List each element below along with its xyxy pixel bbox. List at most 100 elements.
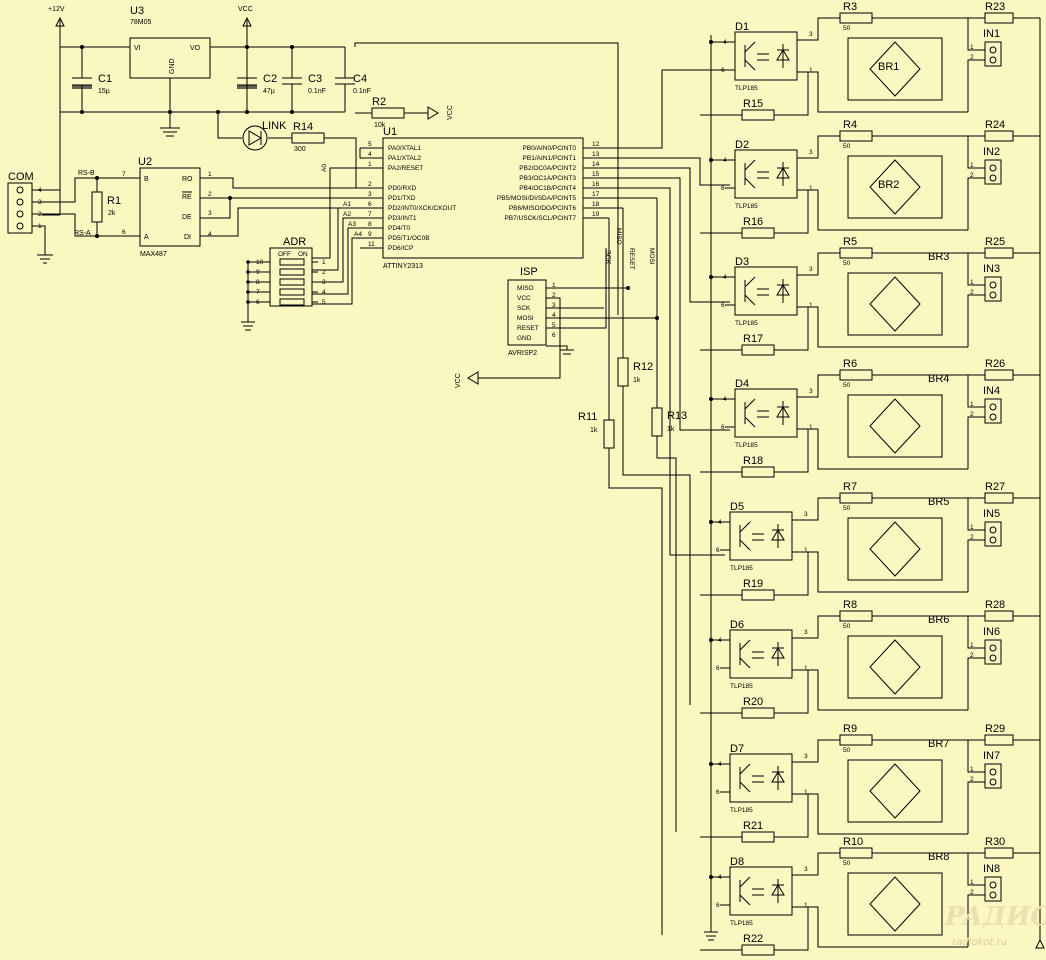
- connector-pin-1: 1: [970, 524, 974, 531]
- opto-part: TLP185: [735, 442, 758, 449]
- u2-num-re: 2: [208, 191, 212, 198]
- series-resistor-ref: R9: [843, 723, 857, 735]
- net-a4: A4: [354, 231, 362, 238]
- isp-pin-num: 3: [552, 302, 556, 309]
- opto-pin-3: 3: [804, 629, 808, 636]
- opto-part: TLP185: [730, 683, 753, 690]
- watermark-logo: PAДИО КОТ: [944, 902, 1046, 932]
- bridge-rectifier-icon: [869, 639, 921, 695]
- bridge-ref: BR5: [928, 496, 949, 508]
- u1-part: ATTINY2313: [383, 263, 423, 270]
- r13-val: 1k: [667, 426, 675, 433]
- adr-right-num: 3: [322, 279, 326, 286]
- isp-pin-num: 2: [552, 292, 556, 299]
- connector-pin: [989, 164, 997, 172]
- phototransistor-icon: [744, 41, 756, 71]
- com-label: COM: [8, 171, 34, 183]
- connector-pin-1: 1: [970, 401, 974, 408]
- led-diode-icon: [771, 879, 785, 903]
- input-resistor-ref: R25: [985, 236, 1005, 248]
- channel-wiring: [711, 615, 1040, 711]
- input-connector: [984, 159, 1002, 185]
- rs-a-label: RS-A: [74, 230, 91, 237]
- bridge-rect: [847, 155, 943, 219]
- optocoupler: [729, 511, 793, 561]
- address-wire: [312, 217, 360, 283]
- optocoupler: [734, 149, 798, 199]
- opto-pin-3: 3: [809, 388, 813, 395]
- light-arrows-icon: [752, 533, 764, 541]
- phototransistor-icon: [739, 763, 751, 793]
- input-resistor-ref: R28: [985, 599, 1005, 611]
- c2-val: 47µ: [263, 88, 275, 95]
- r1-ref: R1: [107, 195, 121, 207]
- bridge-ref: BR2: [878, 179, 899, 191]
- r12-val: 1k: [633, 377, 641, 384]
- isp-pin-name: SCK: [517, 305, 531, 312]
- bridge-rect: [847, 517, 943, 581]
- c2-ref: C2: [263, 73, 277, 85]
- series-resistor-ref: R5: [843, 236, 857, 248]
- input-resistor-ref: R24: [985, 119, 1005, 131]
- input-resistor: [984, 492, 1014, 504]
- input-resistor: [984, 130, 1014, 142]
- light-arrows-icon: [752, 651, 764, 659]
- connector-pin-1: 1: [970, 642, 974, 649]
- led-diode-icon: [771, 642, 785, 666]
- connector-pin: [989, 291, 997, 299]
- pullup-ref: R15: [743, 98, 763, 110]
- channel-wiring: [711, 497, 1040, 593]
- input-label: IN3: [983, 263, 1000, 275]
- led-diode-icon: [771, 524, 785, 548]
- optocoupler: [729, 629, 793, 679]
- pullup-resistor: [741, 831, 775, 843]
- led-diode-icon: [776, 401, 790, 425]
- c1-val: 15µ: [98, 88, 110, 95]
- opto-pin-3: 3: [804, 511, 808, 518]
- opto-pin-3: 3: [809, 266, 813, 273]
- u1-left-pin-num: 1: [368, 161, 372, 168]
- u2-num-b: 7: [122, 171, 126, 178]
- bridge-rectifier-icon: [869, 398, 921, 454]
- light-arrows-icon: [752, 775, 764, 783]
- light-arrows-icon: [757, 53, 769, 61]
- connector-pin-2: 2: [970, 289, 974, 296]
- pullup-resistor: [741, 109, 775, 121]
- isp-part: AVRISP2: [508, 350, 537, 357]
- series-resistor-ref: R6: [843, 358, 857, 370]
- opto-pin-1: 1: [809, 302, 813, 309]
- opto-pin-1: 1: [804, 547, 808, 554]
- pullup-ref: R22: [743, 933, 763, 945]
- u2-pin-di: DI: [184, 234, 191, 241]
- connector-pin-1: 1: [970, 162, 974, 169]
- adr-left-num: 6: [256, 299, 260, 306]
- wire-pb0: [583, 69, 730, 149]
- opto-pin-3: 3: [804, 866, 808, 873]
- u2-ref: U2: [138, 156, 152, 168]
- bridge-ref: BR3: [928, 251, 949, 263]
- connector-pin: [989, 281, 997, 289]
- u1-left-pin-num: 7: [368, 211, 372, 218]
- adr-off: OFF: [278, 251, 291, 258]
- pullup-resistor: [741, 227, 775, 239]
- pullup-wire: [700, 794, 809, 838]
- pullup-wire: [700, 552, 809, 596]
- u1-left-pin-name: PA1/XTAL2: [388, 155, 421, 162]
- u1-left-pin-num: 3: [368, 191, 372, 198]
- opto-ref: D3: [735, 256, 749, 268]
- u1-right-pin-name: PB2/OC0A/PCINT2: [519, 165, 576, 172]
- opto-pin-1: 1: [804, 665, 808, 672]
- opto-pin-6: 6: [721, 185, 725, 192]
- u1-right-pin-name: PB1/AIN1/PCINT1: [523, 155, 577, 162]
- optocoupler: [729, 753, 793, 803]
- connector-pin: [989, 403, 997, 411]
- opto-pin-1: 1: [804, 789, 808, 796]
- u1-left-pin-name: PD2/INT0/XCK/CKOUT: [388, 205, 456, 212]
- connector-pin: [989, 778, 997, 786]
- input-label: IN4: [983, 385, 1000, 397]
- pullup-ref: R16: [743, 216, 763, 228]
- pullup-ref: R17: [743, 333, 763, 345]
- isp-label: ISP: [520, 266, 538, 278]
- adr-right-num: 1: [322, 259, 326, 266]
